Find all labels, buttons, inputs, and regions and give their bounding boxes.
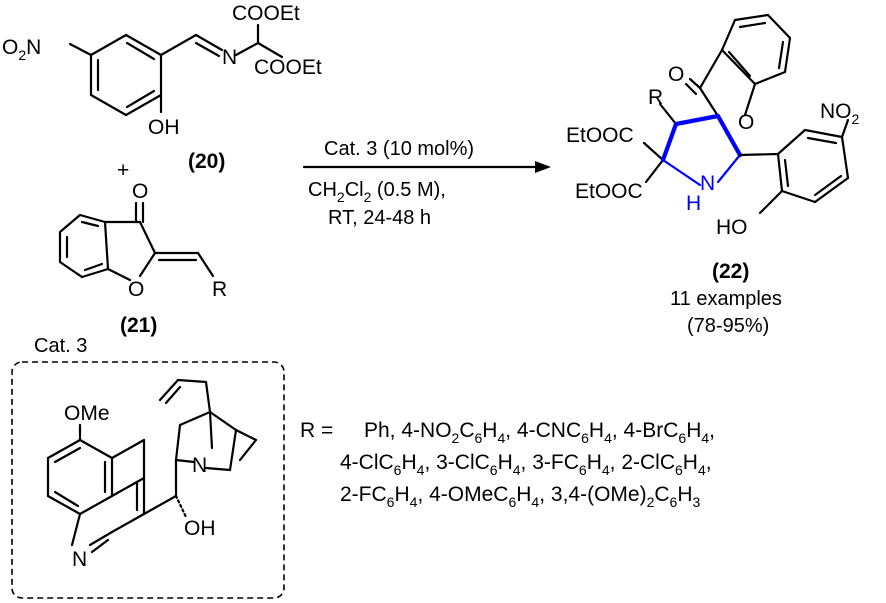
ester-bottom-label: COOEt [254,56,322,79]
plus-sign: + [117,159,129,182]
amine-n-label: N [192,454,207,477]
catalyst-hydroxyl-label: OH [184,517,216,540]
catalyst-loading: Cat. 3 (10 mol%) [324,138,474,160]
examples-count: 11 examples [670,288,782,310]
ring-o-label: O [128,278,144,301]
nh-h-label: H [686,192,701,215]
catalyst-label: Cat. 3 [34,335,87,357]
r-group-line-1: Ph, 4-NO2C6H4, 4-CNC6H4, 4-BrC6H4, [364,419,715,446]
catalyst-box: Cat. 3 [11,335,285,599]
hydroxyl-label: OH [148,116,180,139]
ring-bonds-22 [642,13,850,215]
dashed-border [11,361,285,599]
nh-n-label: N [700,172,715,195]
reactant-20: COOEt COOEt N OH O2N (20) [2,2,322,173]
ester-2-label: EtOOC [575,180,643,203]
ketone-o-label: O [668,63,684,86]
imine-n-label: N [222,46,237,69]
quinoline-n-label: N [72,548,87,571]
solvent-condition: CH2Cl2 (0.5 M), [308,179,446,205]
nitro-group-20: O2N [2,36,41,63]
compound-22-number: (22) [712,260,749,283]
ring-bonds-20 [68,23,284,117]
r-group-label: R [648,86,663,109]
compound-20-number: (20) [188,150,225,173]
r-group-line-2: 4-ClC6H4, 3-ClC6H4, 3-FC6H4, 2-ClC6H4, [340,451,712,478]
product-22: O O R EtOOC EtOOC N H NO2 HO (22) 11 exa… [566,13,860,337]
pyrrolidine-ring [660,113,780,187]
ester-top-label: COOEt [232,2,300,25]
compound-21-number: (21) [120,314,157,337]
reaction-arrow: Cat. 3 (10 mol%) CH2Cl2 (0.5 M), RT, 24-… [302,138,551,229]
r-group-label: R [212,278,227,301]
nitro-group-22: NO2 [820,100,860,127]
arrow-head [535,161,551,173]
methoxy-label: OMe [64,402,110,425]
r-group-prefix: R = [300,419,333,442]
ester-1-label: EtOOC [566,124,634,147]
ring-bonds-21 [58,201,215,282]
catalyst-bonds [46,378,258,554]
ketone-o-label: O [132,180,148,203]
r-group-line-3: 2-FC6H4, 4-OMeC6H4, 3,4-(OMe)2C6H3 [340,483,701,510]
yield-range: (78-95%) [687,315,769,337]
r-group-list: R = Ph, 4-NO2C6H4, 4-CNC6H4, 4-BrC6H4, 4… [300,419,715,510]
hydroxyl-label: HO [716,216,748,239]
ring-o-label: O [738,111,754,134]
reactant-21: O O R (21) [58,180,227,337]
temperature-time-condition: RT, 24-48 h [328,207,431,229]
